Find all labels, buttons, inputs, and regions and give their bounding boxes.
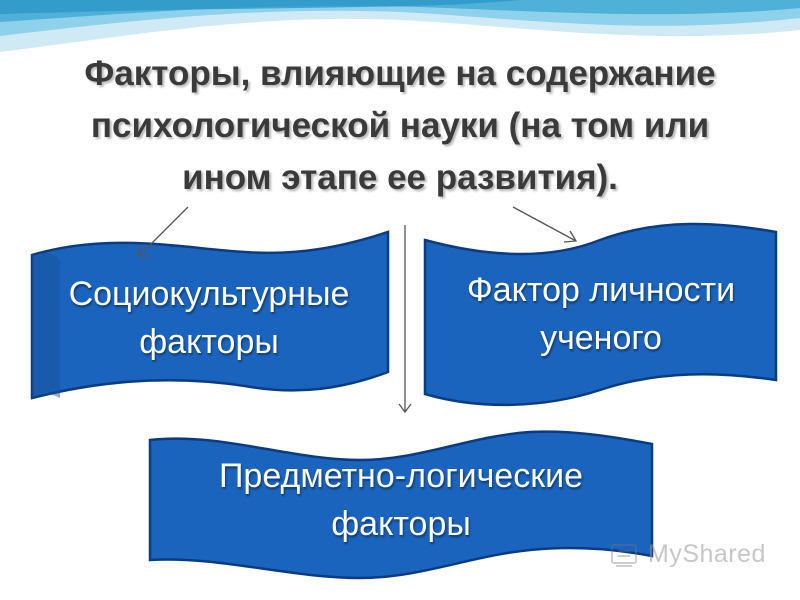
slide-title-line-3: ином этапе ее развития). [182,158,618,197]
watermark-text: MyShared [648,540,766,568]
top-wave-decoration [0,0,800,52]
arrow-to-right [512,206,578,243]
banner-bottom-label: Предметно-логические факторы [160,452,642,548]
banner-bottom-line-1: Предметно-логические [218,457,583,495]
banner-bottom-line-2: факторы [331,505,471,543]
banner-left-line-1: Социокультурные [68,275,350,313]
banner-left-fold [32,253,60,398]
arrow-to-left [138,206,189,257]
watermark-logo-icon [611,544,637,567]
banner-left [30,230,390,400]
banner-right-label: Фактор личности ученого [430,266,772,362]
slide-title: Факторы, влияющие на содержание психолог… [30,48,770,204]
banner-right-line-2: ученого [540,319,662,357]
banner-right [423,222,778,407]
banner-left-line-2: факторы [139,323,279,361]
banner-right-line-1: Фактор личности [466,271,736,309]
banner-bottom [148,430,654,580]
banner-left-label: Социокультурные факторы [36,270,382,366]
slide-title-line-2: психологической науки (на том или [90,106,710,145]
slide-title-line-1: Факторы, влияющие на содержание [84,54,716,93]
arrow-to-bottom [398,225,412,414]
